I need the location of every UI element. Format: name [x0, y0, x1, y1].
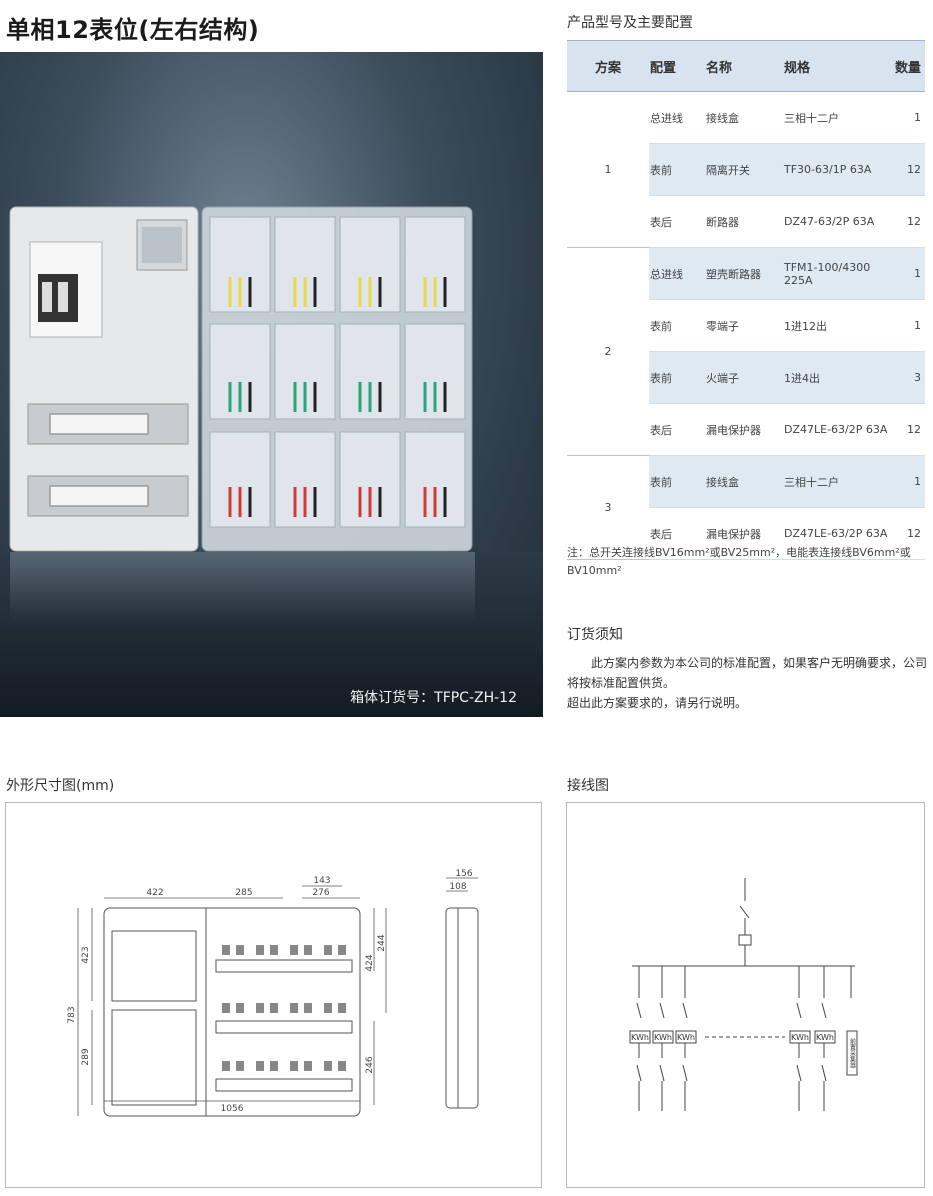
header-qty: 数量 [890, 40, 925, 92]
table-header-row: 方案 配置 名称 规格 数量 [567, 40, 925, 92]
cell-config: 表后 [649, 403, 705, 456]
cell-spec: 三相十二户 [783, 91, 890, 144]
table-row: 表前 隔离开关 TF30-63/1P 63A 12 [567, 143, 925, 196]
meter-label-3: KWh [677, 1033, 695, 1042]
header-plan: 方案 [567, 40, 649, 92]
cell-config: 总进线 [649, 91, 705, 144]
cell-spec: DZ47LE-63/2P 63A [783, 403, 890, 456]
table-row: 2 总进线 塑壳断路器 TFM1-100/4300 225A 1 [567, 247, 925, 456]
cell-config: 表前 [649, 143, 705, 196]
cell-name: 漏电保护器 [705, 507, 783, 560]
cell-qty: 12 [890, 143, 925, 196]
cell-config: 表后 [649, 507, 705, 560]
cell-config: 表前 [649, 351, 705, 404]
cell-spec: TF30-63/1P 63A [783, 143, 890, 196]
cell-name: 火端子 [705, 351, 783, 404]
cell-qty: 1 [890, 455, 925, 508]
wiring-svg: KWh KWh KWh KWh KWh 前置采集器 [629, 878, 858, 1111]
dim-783: 783 [67, 1006, 77, 1023]
cell-config: 总进线 [649, 247, 705, 300]
order-heading: 订货须知 [567, 627, 623, 643]
cell-spec: DZ47-63/2P 63A [783, 195, 890, 248]
header-spec: 规格 [783, 40, 890, 92]
table-row: 表后 漏电保护器 DZ47LE-63/2P 63A 12 [567, 507, 925, 560]
cell-qty: 1 [890, 299, 925, 352]
config-heading: 产品型号及主要配置 [567, 15, 693, 31]
cell-qty: 1 [890, 91, 925, 144]
cell-qty: 12 [890, 195, 925, 248]
plan-number: 3 [567, 455, 649, 560]
dim-1056: 1056 [221, 1104, 244, 1114]
table-row: 表前 火端子 1进4出 3 [567, 351, 925, 404]
cell-config: 表前 [649, 299, 705, 352]
dim-423: 423 [81, 946, 91, 963]
dim-143: 143 [313, 876, 330, 886]
dim-244: 244 [377, 934, 387, 951]
cell-spec: TFM1-100/4300 225A [783, 247, 890, 300]
page-title: 单相12表位(左右结构) [6, 16, 260, 44]
collector-label: 前置采集器 [849, 1037, 856, 1069]
meter-label-5: KWh [816, 1033, 834, 1042]
order-line-1: 此方案内参数为本公司的标准配置，如果客户无明确要求，公司将按标准配置供货。 [567, 656, 928, 690]
dim-108: 108 [449, 882, 466, 892]
cell-name: 断路器 [705, 195, 783, 248]
cell-config: 表后 [649, 195, 705, 248]
cell-name: 接线盒 [705, 455, 783, 508]
product-photo: 箱体订货号：TFPC-ZH-12 [0, 52, 543, 717]
cell-qty: 12 [890, 507, 925, 560]
cell-spec: DZ47LE-63/2P 63A [783, 507, 890, 560]
cell-name: 漏电保护器 [705, 403, 783, 456]
config-table: 方案 配置 名称 规格 数量 1 总进线 接线盒 三相十二户 1 表前 隔离开关… [567, 40, 925, 560]
dim-156: 156 [455, 869, 472, 879]
dim-246: 246 [365, 1056, 375, 1073]
dim-276: 276 [312, 888, 329, 898]
dim-289: 289 [81, 1048, 91, 1065]
meter-label-4: KWh [791, 1033, 809, 1042]
dim-424: 424 [365, 954, 375, 971]
cell-config: 表前 [649, 455, 705, 508]
header-config: 配置 [649, 40, 705, 92]
wire-note: 注：总开关连接线BV16mm²或BV25mm²，电能表连接线BV6mm²或BV1… [567, 546, 911, 577]
table-row: 1 总进线 接线盒 三相十二户 1 [567, 91, 925, 248]
plan-number: 1 [567, 91, 649, 248]
cell-qty: 1 [890, 247, 925, 300]
cell-qty: 3 [890, 351, 925, 404]
cell-name: 隔离开关 [705, 143, 783, 196]
cell-name: 零端子 [705, 299, 783, 352]
photo-caption: 箱体订货号：TFPC-ZH-12 [350, 690, 517, 706]
dim-422: 422 [146, 888, 163, 898]
header-name: 名称 [705, 40, 783, 92]
wiring-heading: 接线图 [567, 778, 609, 794]
dimension-heading: 外形尺寸图(mm) [6, 778, 115, 794]
cell-spec: 1进12出 [783, 299, 890, 352]
table-row: 表后 漏电保护器 DZ47LE-63/2P 63A 12 [567, 403, 925, 456]
wiring-diagram: KWh KWh KWh KWh KWh 前置采集器 [566, 802, 925, 1188]
table-row: 表后 断路器 DZ47-63/2P 63A 12 [567, 195, 925, 248]
cell-name: 接线盒 [705, 91, 783, 144]
meter-label-2: KWh [654, 1033, 672, 1042]
dim-285: 285 [235, 888, 252, 898]
order-line-2: 超出此方案要求的，请另行说明。 [567, 696, 748, 710]
order-text: 此方案内参数为本公司的标准配置，如果客户无明确要求，公司将按标准配置供货。 超出… [567, 653, 931, 713]
dimension-drawing: 422 285 143 276 1056 783 423 289 244 424… [5, 802, 542, 1188]
meter-box-illustration [0, 206, 543, 717]
meter-label-1: KWh [631, 1033, 649, 1042]
cell-name: 塑壳断路器 [705, 247, 783, 300]
table-row: 表前 零端子 1进12出 1 [567, 299, 925, 352]
cell-spec: 三相十二户 [783, 455, 890, 508]
table-row: 3 表前 接线盒 三相十二户 1 [567, 455, 925, 560]
dimension-svg: 422 285 143 276 1056 783 423 289 244 424… [67, 869, 479, 1117]
cell-spec: 1进4出 [783, 351, 890, 404]
plan-number: 2 [567, 247, 649, 456]
cell-qty: 12 [890, 403, 925, 456]
